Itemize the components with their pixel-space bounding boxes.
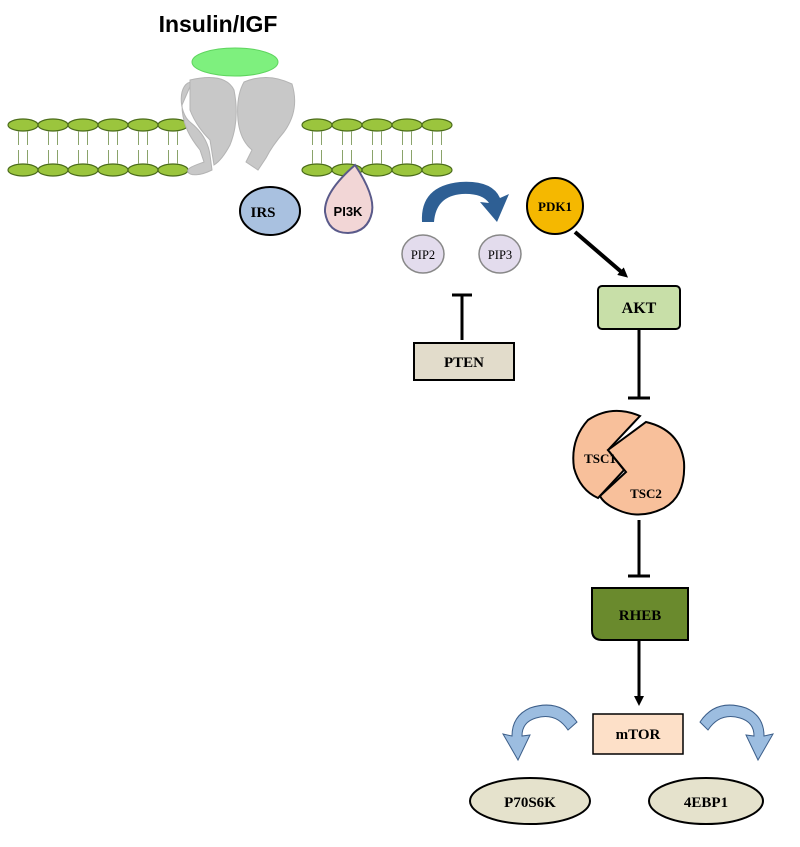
tsc2-label: TSC2 — [630, 486, 662, 501]
lipid-head — [67, 163, 99, 177]
tsc2-node — [598, 420, 686, 516]
lipid-head — [361, 163, 393, 177]
lipid-head — [157, 118, 189, 132]
lipid-head — [67, 118, 99, 132]
membrane-segment-left — [7, 118, 189, 177]
cell-membrane — [7, 118, 453, 177]
pip3-node — [478, 234, 522, 274]
lipid-head — [391, 163, 423, 177]
lipid-head — [97, 163, 129, 177]
lipid-head — [157, 163, 189, 177]
lipid-head — [421, 163, 453, 177]
lipid-head — [361, 118, 393, 132]
lipid-head — [97, 118, 129, 132]
tsc1-label: TSC1 — [584, 451, 616, 466]
pten-label: PTEN — [444, 355, 484, 371]
akt-node — [597, 285, 681, 330]
4ebp1-node — [648, 777, 764, 825]
phosphorylation-curved-arrow — [421, 181, 509, 222]
pdk1-label: PDK1 — [538, 199, 572, 214]
receptor-left-subunit — [180, 81, 213, 176]
membrane-segment-right — [301, 118, 453, 177]
receptor-left-body — [189, 77, 237, 166]
pip2-label: PIP2 — [411, 248, 435, 262]
pdk1-activation-arrow — [573, 230, 629, 278]
pten-node — [413, 342, 515, 381]
lipid-head — [421, 118, 453, 132]
pdk1-node — [526, 177, 584, 235]
4ebp1-label: 4EBP1 — [684, 795, 728, 811]
lipid-head — [7, 163, 39, 177]
lipid-head — [301, 163, 333, 177]
lipid-head — [331, 118, 363, 132]
p70s6k-node — [469, 777, 591, 825]
irs-node — [239, 186, 301, 236]
mtor-node — [592, 713, 684, 755]
lipid-head — [391, 118, 423, 132]
rheb-label: RHEB — [619, 608, 662, 624]
lipid-head — [37, 118, 69, 132]
mtor-label: mTOR — [616, 727, 661, 743]
insulin-receptor — [180, 47, 296, 176]
mtor-to-p70s6k-arrow — [501, 704, 578, 762]
tsc1-node — [572, 409, 642, 500]
akt-label: AKT — [622, 300, 657, 317]
mtor-to-4ebp1-arrow — [699, 704, 775, 762]
lipid-head — [7, 118, 39, 132]
lipid-head — [127, 118, 159, 132]
p70s6k-label: P70S6K — [504, 795, 556, 811]
ligand-label: Insulin/IGF — [159, 11, 278, 37]
lipid-head — [127, 163, 159, 177]
receptor-right-body — [237, 77, 296, 171]
pi3k-label: PI3K — [334, 204, 364, 219]
irs-label: IRS — [250, 205, 275, 221]
ligand-shape — [191, 47, 279, 77]
pi3k-node — [323, 163, 374, 235]
lipid-head — [37, 163, 69, 177]
pip3-label: PIP3 — [488, 248, 512, 262]
pip2-node — [401, 234, 445, 274]
lipid-head — [301, 118, 333, 132]
rheb-node — [591, 587, 689, 641]
